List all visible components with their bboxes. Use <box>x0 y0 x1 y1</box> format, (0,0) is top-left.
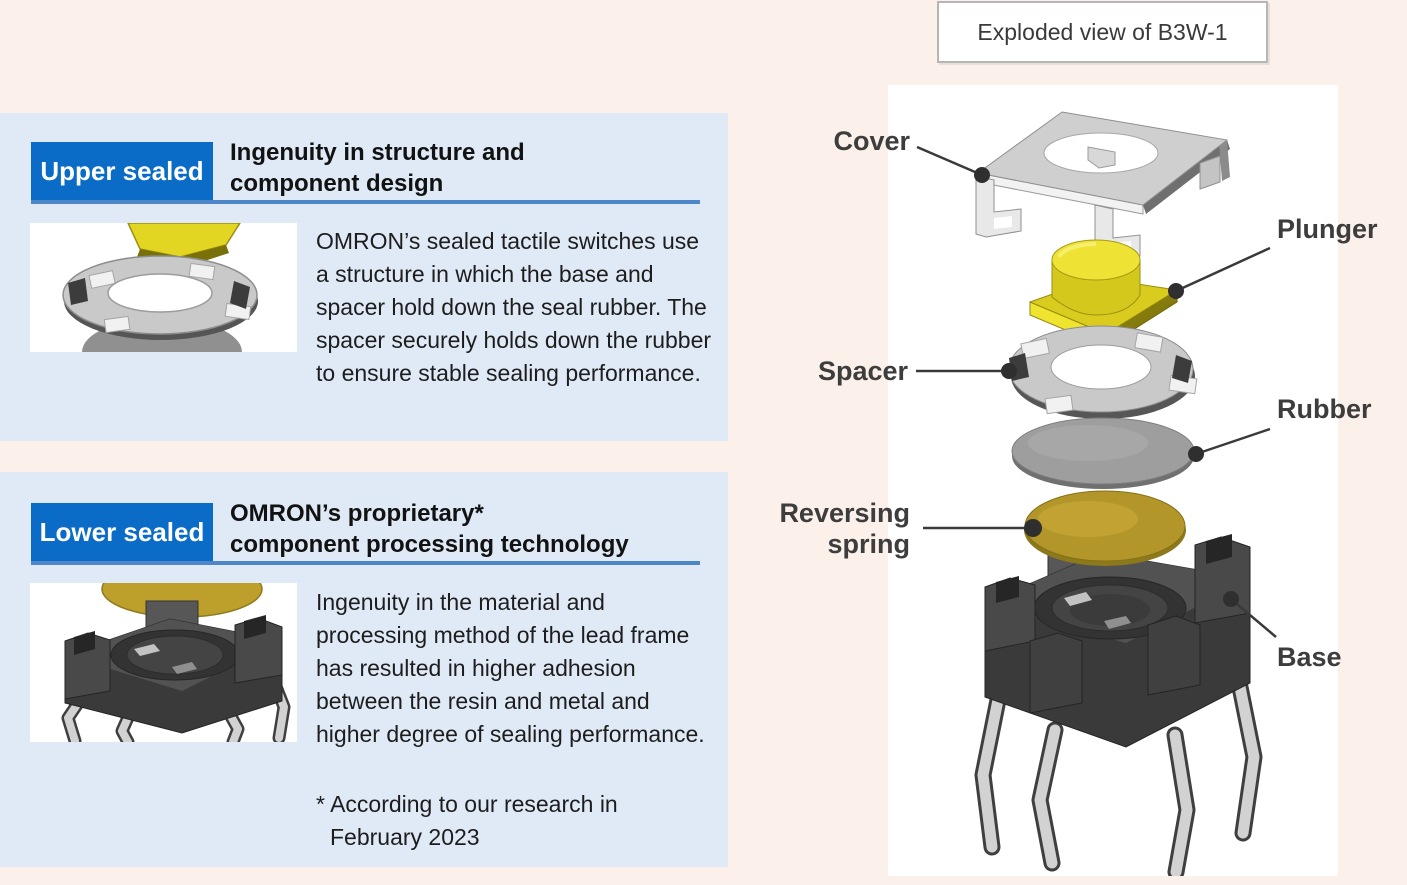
label-base: Base <box>1277 642 1342 672</box>
cover-part <box>975 111 1230 263</box>
lower-body-text: Ingenuity in the material and processing… <box>316 589 705 747</box>
upper-section-title: Ingenuity in structure and component des… <box>230 137 525 199</box>
research-footnote: * According to our research in February … <box>316 788 712 854</box>
rubber-part <box>1011 417 1195 489</box>
reversing-spring-part <box>1024 490 1186 566</box>
base-legs <box>974 668 1263 881</box>
upper-sealed-panel: Upper sealed Ingenuity in structure and … <box>0 113 728 441</box>
label-rubber: Rubber <box>1277 394 1372 424</box>
exploded-view-panel <box>888 85 1338 881</box>
upper-sealed-badge: Upper sealed <box>31 142 213 200</box>
exploded-view-title-box: Exploded view of B3W-1 <box>937 1 1268 63</box>
base-part <box>974 534 1263 881</box>
base-body-shape <box>64 615 283 734</box>
base-spring-render <box>61 583 291 742</box>
label-reversing-spring-line1: Reversing <box>779 498 910 528</box>
spacer-plunger-render <box>62 223 258 352</box>
exploded-view-title: Exploded view of B3W-1 <box>977 18 1228 45</box>
upper-body-text: OMRON’s sealed tactile switches use a st… <box>316 228 712 386</box>
spacer-ring-shape <box>62 255 258 340</box>
exploded-view-render <box>974 111 1263 881</box>
label-plunger: Plunger <box>1277 214 1378 244</box>
upper-title-line2: component design <box>230 170 444 197</box>
spacer-part <box>1008 325 1198 419</box>
upper-structure-image <box>30 223 297 352</box>
upper-title-line1: Ingenuity in structure and <box>230 139 525 166</box>
lower-title-line2: component processing technology <box>230 531 629 558</box>
label-cover: Cover <box>833 126 910 156</box>
lower-title-underline <box>31 561 700 565</box>
upper-title-underline <box>31 200 700 204</box>
lower-sealed-badge: Lower sealed <box>31 503 213 561</box>
lower-sealed-panel: Lower sealed OMRON’s proprietary* compon… <box>0 472 728 867</box>
footnote-line2: February 2023 <box>330 824 480 850</box>
label-spacer: Spacer <box>817 356 908 386</box>
lower-structure-image <box>30 583 297 742</box>
footnote-line1: * According to our research in <box>316 791 618 817</box>
label-reversing-spring-line2: spring <box>827 529 910 559</box>
label-reversing-spring: Reversing spring <box>720 498 910 560</box>
lower-section-title: OMRON’s proprietary* component processin… <box>230 498 629 560</box>
lower-title-line1: OMRON’s proprietary* <box>230 500 484 527</box>
